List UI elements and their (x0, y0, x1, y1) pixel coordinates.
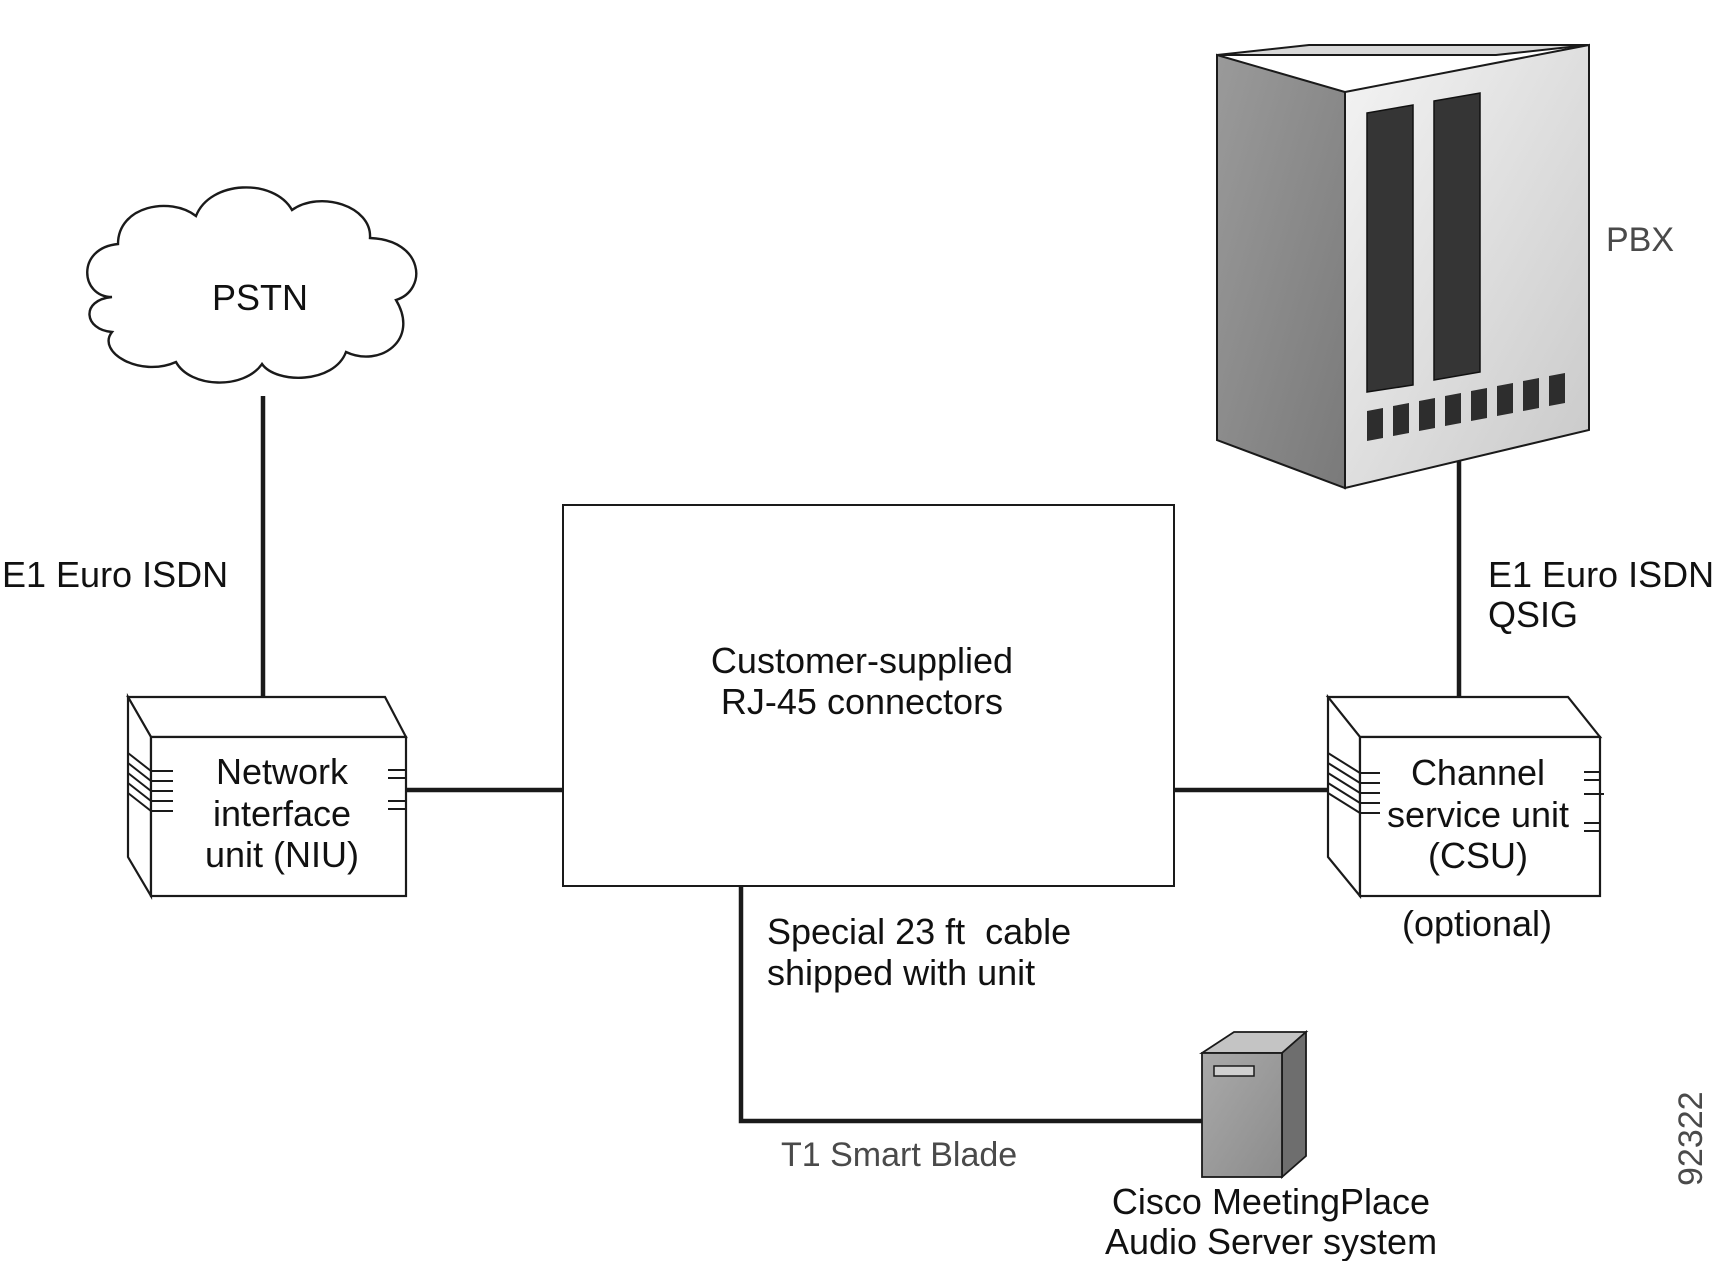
niu-port-grille-right (388, 769, 406, 810)
patch-box: Customer-supplied RJ-45 connectors (562, 504, 1175, 887)
server-side (1281, 1030, 1307, 1179)
cable-to-server-line (738, 886, 1202, 1124)
csu-label-line1: Channel (1411, 752, 1545, 793)
niu-unit: Network interface unit (NIU) (126, 692, 408, 901)
csu-label-line2: service unit (1387, 794, 1569, 835)
niu-port-grille-left (127, 752, 173, 812)
pbx-link-label-line1: E1 Euro ISDN (1488, 554, 1714, 595)
pbx-link-label-line2: QSIG (1488, 594, 1578, 635)
csu-unit: Channel service unit (CSU) (optional) (1325, 693, 1604, 944)
csu-label-line3: (CSU) (1428, 835, 1528, 876)
server-label-line1: Cisco MeetingPlace (1112, 1181, 1430, 1222)
pstn-link-label: E1 Euro ISDN (2, 554, 228, 595)
pstn-cloud: PSTN (86, 186, 418, 384)
niu-front (149, 735, 408, 898)
pbx-top (1216, 44, 1589, 56)
niu-label-line1: Network (216, 751, 349, 792)
patch-box-label-line1: Customer-supplied (711, 640, 1013, 681)
pbx-cabinet: PBX (1216, 43, 1674, 490)
pstn-label: PSTN (212, 277, 308, 318)
csu-top (1325, 695, 1603, 739)
figure-number: 92322 (1672, 1091, 1710, 1186)
cloud-icon (86, 186, 418, 384)
csu-front (1358, 735, 1602, 898)
patch-box-outline (562, 504, 1175, 887)
niu-label-line2: interface (213, 793, 351, 834)
audio-server: Cisco MeetingPlace Audio Server system (1105, 1030, 1437, 1261)
pbx-side (1216, 53, 1346, 490)
patch-box-label-line2: RJ-45 connectors (721, 681, 1003, 722)
pbx-label: PBX (1606, 221, 1674, 259)
pbx-door-left (1366, 104, 1414, 393)
csu-port-grille-left (1327, 752, 1380, 814)
server-label-line2: Audio Server system (1105, 1221, 1437, 1261)
niu-top (126, 695, 408, 739)
connection-lines (260, 396, 1462, 1124)
csu-optional-note: (optional) (1402, 903, 1552, 944)
cable-label-line1: Special 23 ft cable (767, 911, 1071, 952)
pbx-door-right (1433, 92, 1481, 381)
blade-label: T1 Smart Blade (781, 1136, 1017, 1174)
server-drive-bay (1213, 1065, 1255, 1077)
csu-port-grille-right (1584, 771, 1604, 832)
niu-label-line3: unit (NIU) (205, 834, 359, 875)
pbx-slots (1367, 373, 1565, 441)
cable-label-line2: shipped with unit (767, 952, 1035, 993)
